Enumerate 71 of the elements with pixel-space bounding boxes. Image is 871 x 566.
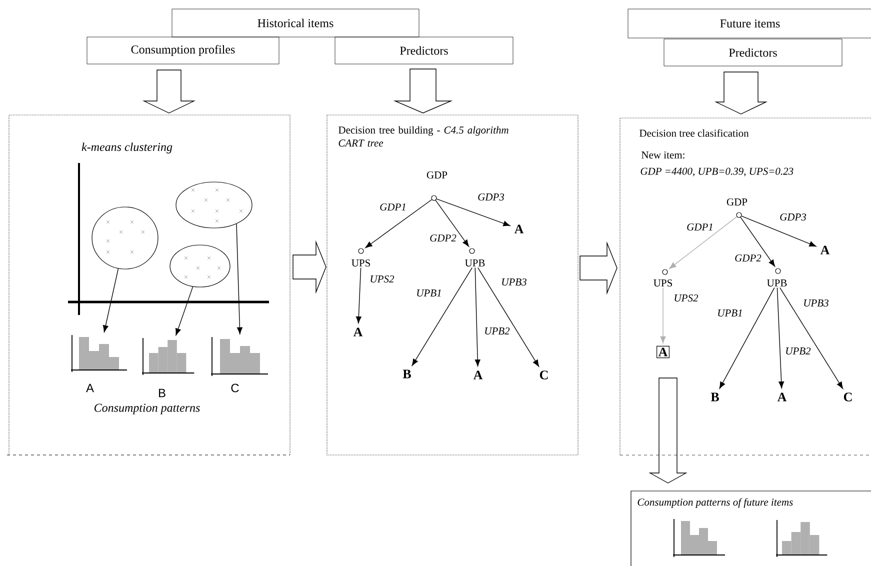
edge-label: GDP3 — [476, 192, 506, 202]
tree-node-label: UPB — [465, 260, 485, 266]
arrow — [412, 267, 472, 366]
edge-label: UPB1 — [415, 288, 443, 298]
block-arrow — [393, 68, 453, 114]
block-arrow — [580, 241, 618, 295]
arrow — [356, 267, 362, 324]
leaf-label: A — [777, 392, 787, 402]
edge-label: UPB2 — [483, 326, 511, 336]
leaf-label: C — [844, 392, 852, 402]
chart-label: C — [231, 384, 239, 392]
edge-label: UPB1 — [716, 308, 744, 318]
block-arrow — [648, 378, 688, 484]
tree-node-label: UPS — [352, 259, 370, 267]
note-text: GDP =4400, UPB=0.39, UPS=0.23 — [640, 168, 794, 176]
leaf-label: A — [820, 246, 830, 254]
arrow — [175, 286, 194, 336]
cluster-ellipse — [176, 182, 252, 228]
leaf-label: A — [514, 224, 524, 234]
leaf-label: A — [473, 370, 483, 380]
header-box: Predictors — [664, 38, 842, 66]
chart-label: B — [159, 388, 166, 398]
panel-caption: Consumption patterns — [94, 404, 200, 414]
leaf-label: B — [710, 392, 719, 402]
arrow — [741, 216, 816, 247]
tree-node-label: GDP — [726, 198, 748, 206]
panel-heading: k-means clustering — [82, 142, 172, 154]
header-box: Consumption profiles — [86, 36, 280, 64]
arrow — [365, 199, 432, 248]
tree-node-label: GDP — [426, 171, 448, 179]
header-box: Future items — [628, 8, 871, 38]
arrow — [780, 287, 844, 389]
edge-label: UPB2 — [784, 346, 812, 356]
cluster-ellipse — [170, 244, 230, 288]
tree-node-label: UPB — [767, 280, 787, 286]
edge-label: GDP2 — [734, 253, 762, 263]
header-box: Predictors — [334, 36, 514, 64]
edge-label: GDP1 — [686, 222, 714, 232]
block-arrow — [292, 240, 326, 294]
arrow — [719, 287, 775, 389]
arrow — [436, 198, 510, 226]
arrow — [102, 268, 119, 332]
header-box: Historical items — [172, 8, 420, 38]
cluster-ellipse — [92, 206, 158, 270]
arrow — [435, 200, 470, 247]
tree-node-label: UPS — [654, 279, 672, 287]
edge-label: UPB3 — [500, 277, 528, 287]
edge-label: UPS2 — [368, 274, 396, 284]
leaf-label: A — [353, 328, 363, 336]
arrow — [776, 287, 784, 388]
block-arrow — [142, 70, 196, 114]
edge-label: UPB3 — [802, 298, 830, 308]
arrow — [478, 267, 540, 367]
block-arrow — [714, 72, 768, 114]
panel-heading: Decision tree clasification — [640, 129, 749, 137]
arrow — [660, 287, 666, 344]
panel-heading: Consumption patterns of future items — [638, 498, 793, 508]
edge-label: GDP2 — [428, 233, 458, 243]
edge-label: GDP1 — [378, 202, 408, 212]
panel-heading: Decision tree building - C4.5 algorithm CART tree — [338, 126, 508, 147]
leaf-label: A — [656, 346, 670, 358]
chart-label: A — [86, 384, 94, 392]
arrow — [740, 216, 776, 267]
arrow — [236, 224, 242, 334]
note-text: New item: — [642, 151, 684, 159]
arrow — [474, 267, 480, 366]
leaf-label: B — [402, 370, 411, 378]
arrow — [669, 216, 738, 269]
leaf-label: C — [540, 370, 548, 380]
edge-label: UPS2 — [672, 293, 700, 303]
edge-label: GDP3 — [778, 212, 808, 222]
